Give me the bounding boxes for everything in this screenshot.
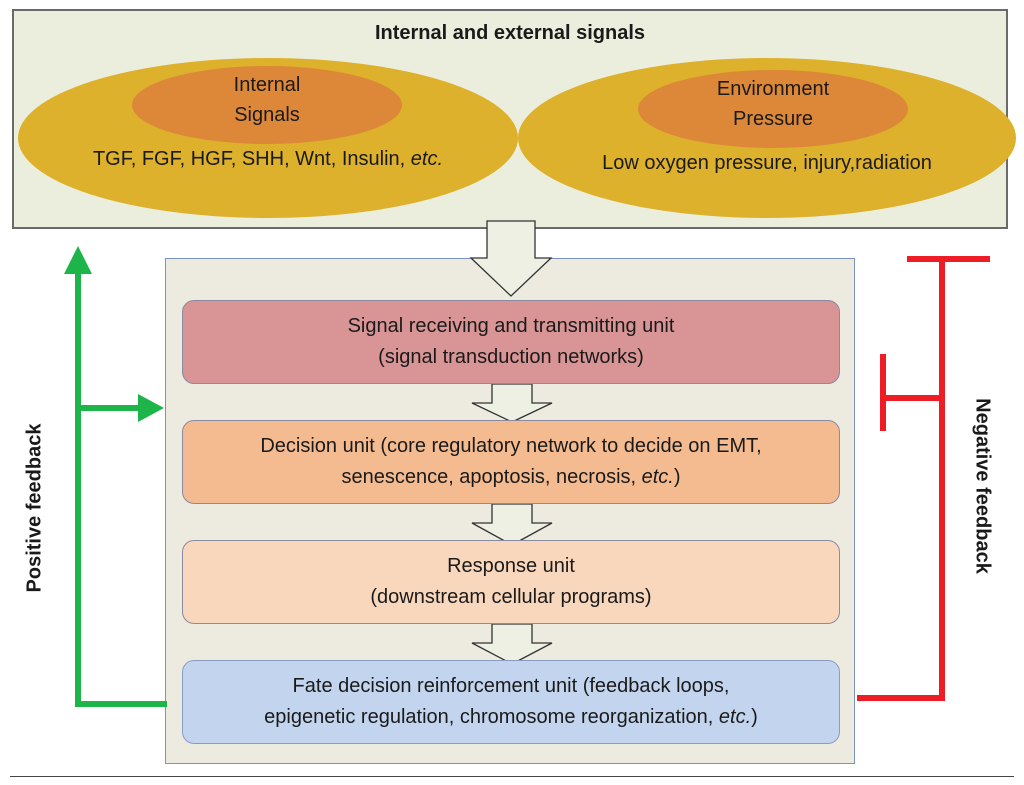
fate-reinforcement-unit-line2-end: ) [751, 706, 758, 728]
signal-receiving-unit-line1: Signal receiving and transmitting unit [347, 315, 675, 337]
internal-signals-label: Internal Signals [132, 70, 402, 130]
block-arrow-decision-to-response [471, 503, 553, 546]
decision-unit: Decision unit (core regulatory network t… [182, 420, 840, 504]
positive-feedback-loop [75, 272, 167, 707]
decision-unit-line2-etc: etc. [641, 466, 674, 488]
bottom-divider [10, 776, 1014, 777]
positive-feedback-label: Positive feedback [23, 423, 46, 593]
fate-reinforcement-unit-line2-etc: etc. [718, 706, 752, 728]
fate-reinforcement-unit-line1: Fate decision reinforcement unit (feedba… [292, 675, 730, 697]
positive-feedback-arrowhead-right [138, 394, 164, 422]
response-unit-line2: (downstream cellular programs) [370, 586, 652, 608]
internal-signals-inner-ellipse [132, 66, 402, 144]
block-arrow-signals-to-signal-unit [469, 220, 553, 297]
response-unit: Response unit (downstream cellular progr… [182, 540, 840, 624]
decision-unit-line2-text: senescence, apoptosis, necrosis, [341, 466, 642, 488]
signal-receiving-unit-line2: (signal transduction networks) [378, 346, 644, 368]
negative-feedback-loop [857, 256, 990, 701]
response-unit-line1: Response unit [447, 555, 575, 577]
decision-unit-line1: Decision unit (core regulatory network t… [260, 435, 762, 457]
internal-signals-examples: TGF, FGF, HGF, SHH, Wnt, Insulin, etc. [18, 144, 518, 174]
fate-reinforcement-unit-line2-text: epigenetic regulation, chromosome reorga… [264, 706, 719, 728]
environment-pressure-examples: Low oxygen pressure, injury,radiation [602, 152, 932, 174]
positive-feedback-arrowhead-up [64, 246, 92, 274]
block-arrow-response-to-fate [471, 623, 553, 665]
internal-signals-label-line2: Signals [234, 104, 300, 126]
environment-pressure-label-line2: Pressure [732, 108, 814, 130]
environment-pressure-label-line1: Environment [716, 78, 830, 100]
signals-panel-title: Internal and external signals [374, 22, 646, 44]
internal-signals-examples-etc: etc. [410, 148, 444, 170]
fate-reinforcement-unit: Fate decision reinforcement unit (feedba… [182, 660, 840, 744]
signal-receiving-unit: Signal receiving and transmitting unit (… [182, 300, 840, 384]
environment-pressure-inner-ellipse [638, 70, 908, 148]
internal-signals-label-line1: Internal [233, 74, 301, 96]
fate-reinforcement-unit-line2: epigenetic regulation, chromosome reorga… [264, 702, 758, 733]
negative-feedback-label: Negative feedback [971, 398, 994, 574]
block-arrow-signal-to-decision [471, 383, 553, 423]
environment-pressure-label: Environment Pressure [638, 74, 908, 134]
internal-signals-examples-text: TGF, FGF, HGF, SHH, Wnt, Insulin, [92, 148, 411, 170]
decision-unit-line2-end: ) [673, 466, 681, 488]
decision-unit-line2: senescence, apoptosis, necrosis, etc.) [341, 462, 680, 493]
